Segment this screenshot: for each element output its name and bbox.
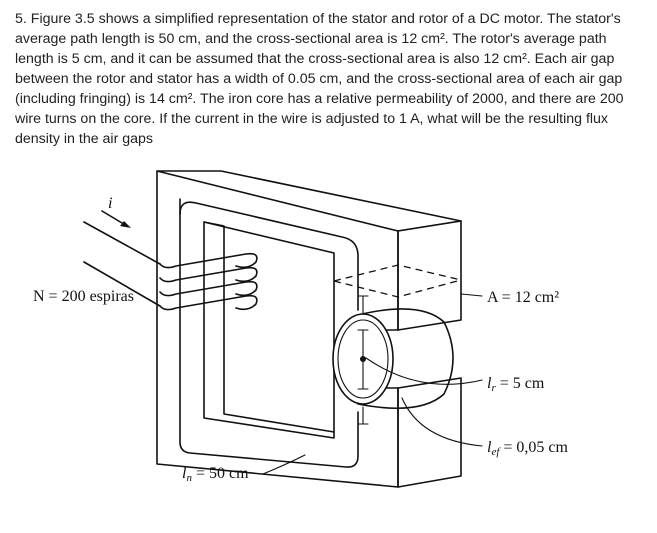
leader-lines: [262, 293, 483, 475]
current-label: i: [108, 195, 112, 212]
gap-length-label: lef = 0,05 cm: [487, 439, 569, 458]
winding-coil: [83, 210, 258, 311]
stator-core: [156, 170, 462, 488]
problem-text: 5. Figure 3.5 shows a simplified represe…: [15, 11, 624, 147]
rotor-length-label: lr = 5 cm: [487, 375, 545, 394]
turns-label: N = 200 espiras: [33, 288, 134, 305]
rotor: [332, 295, 454, 425]
area-label: A = 12 cm²: [487, 289, 559, 306]
stator-length-label: ln = 50 cm: [182, 465, 249, 484]
